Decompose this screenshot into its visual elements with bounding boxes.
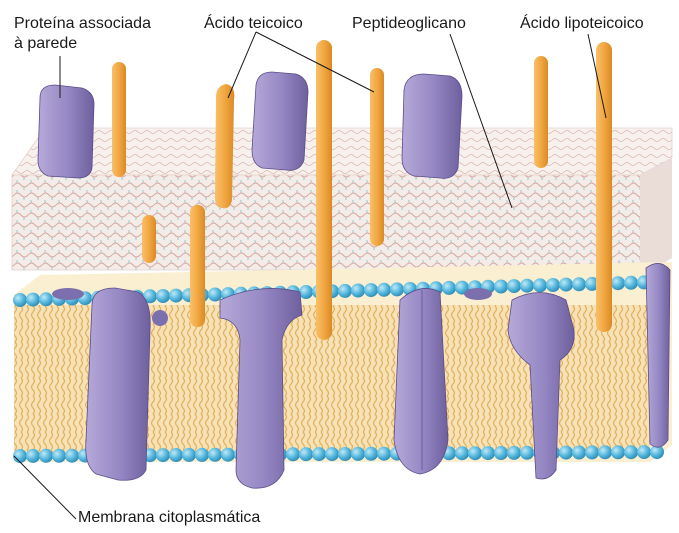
lipid-head (221, 448, 235, 462)
lipid-head (390, 282, 404, 296)
lipid-head (468, 446, 482, 460)
lipid-head (533, 278, 547, 292)
lipid-head (481, 446, 495, 460)
lipid-head (169, 289, 183, 303)
lipid-head (637, 445, 651, 459)
label-membrane: Membrana citoplasmática (78, 508, 260, 527)
lipid-head (338, 447, 352, 461)
lipid-head (52, 449, 66, 463)
label-teichoic-acid: Ácido teicoico (204, 14, 303, 33)
label-lipoteichoic-acid: Ácido lipoteicoico (520, 14, 644, 33)
lipid-head (325, 447, 339, 461)
lipid-head (585, 445, 599, 459)
lipid-head (611, 445, 625, 459)
lipid-head (13, 449, 27, 463)
lipid-head (364, 283, 378, 297)
lipid-head (494, 446, 508, 460)
lipid-head (156, 448, 170, 462)
lipid-head (520, 446, 534, 460)
lipid-head (507, 279, 521, 293)
lipid-head (624, 276, 638, 290)
lipid-head (351, 447, 365, 461)
lipid-head (312, 447, 326, 461)
lipid-head (598, 445, 612, 459)
lipid-head (442, 281, 456, 295)
lipid-head (208, 288, 222, 302)
lipid-head (286, 447, 300, 461)
lipid-head (299, 447, 313, 461)
lipid-head (13, 293, 27, 307)
lipid-head (507, 446, 521, 460)
lipid-head (65, 449, 79, 463)
lipid-head (364, 447, 378, 461)
lipid-head (26, 449, 40, 463)
lipid-head (546, 278, 560, 292)
lipid-head (377, 283, 391, 297)
lipid-head (624, 445, 638, 459)
lipid-head (494, 280, 508, 294)
lipid-head (39, 449, 53, 463)
lipid-head (338, 284, 352, 298)
lipid-head (559, 446, 573, 460)
label-peptidoglycan: Peptideoglicano (352, 14, 466, 33)
lipid-head (377, 447, 391, 461)
label-wall-protein-line2: à parede (14, 34, 77, 53)
lipid-head (26, 293, 40, 307)
peptidoglycan-layer (12, 128, 672, 270)
lipid-head (351, 284, 365, 298)
label-wall-protein-line1: Proteína associada (14, 14, 151, 33)
membrane-protein (86, 288, 151, 480)
lipid-head (299, 285, 313, 299)
lipid-head (455, 446, 469, 460)
membrane-protein (646, 263, 670, 447)
lipid-head (520, 279, 534, 293)
lipid-head (572, 277, 586, 291)
lipid-head (39, 292, 53, 306)
lipid-head (572, 446, 586, 460)
lipid-head (559, 278, 573, 292)
lipid-head (611, 276, 625, 290)
lipid-head (169, 448, 183, 462)
lipid-head (182, 448, 196, 462)
lipid-head (156, 289, 170, 303)
lipid-head (208, 448, 222, 462)
lipid-head (195, 448, 209, 462)
membrane-protein (394, 288, 448, 474)
